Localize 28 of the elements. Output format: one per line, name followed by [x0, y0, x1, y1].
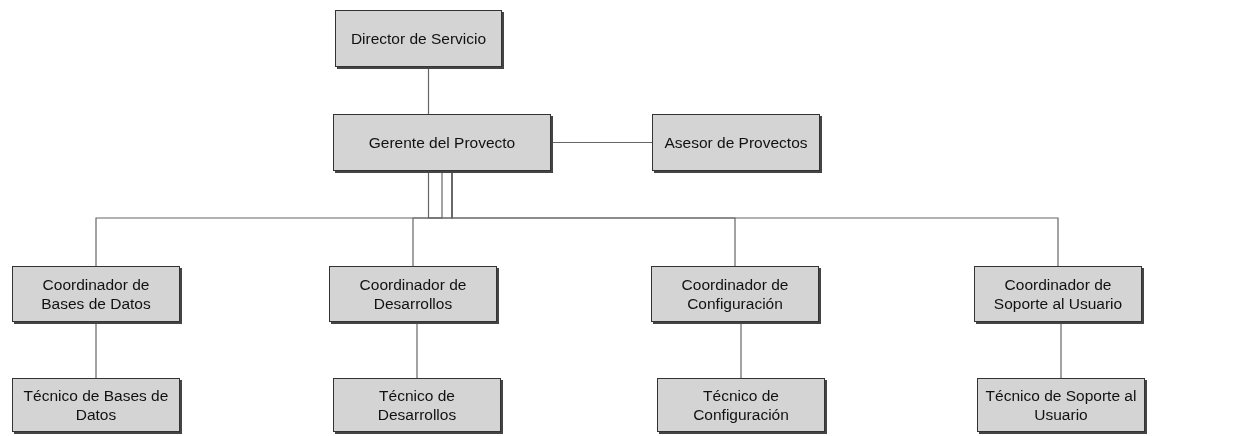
role-title: Gerente del Provecto — [368, 133, 516, 152]
role-box — [329, 266, 497, 322]
role-title: Coordinador de Bases de Datos — [40, 275, 152, 313]
role-title: Director de Servicio — [350, 29, 487, 48]
role-title: Técnico de Configuración — [692, 386, 790, 424]
role-box — [333, 114, 551, 171]
role-box — [974, 266, 1142, 322]
connector-line — [416, 321, 418, 379]
role-box — [977, 378, 1145, 432]
role-box — [333, 378, 501, 432]
role-box — [651, 266, 819, 322]
connector-line — [550, 141, 653, 144]
connector-line — [451, 170, 1059, 267]
connector-line — [95, 321, 97, 379]
role-title: Coordinador de Configuración — [680, 275, 790, 313]
connector-line — [740, 321, 742, 379]
connector-line — [1060, 321, 1062, 379]
role-box — [652, 114, 820, 171]
role-title: Técnico de Soporte al Usuario — [984, 386, 1138, 424]
role-box — [335, 10, 502, 67]
role-box — [657, 378, 825, 432]
role-title: Técnico de Desarrollos — [376, 386, 458, 424]
role-title: Técnico de Bases de Datos — [22, 386, 170, 424]
role-title: Coordinador de Desarrollos — [358, 275, 468, 313]
role-title: Asesor de Provectos — [664, 133, 808, 152]
role-title: Coordinador de Soporte al Usuario — [992, 275, 1124, 313]
role-box — [12, 378, 180, 432]
role-box — [12, 266, 180, 322]
